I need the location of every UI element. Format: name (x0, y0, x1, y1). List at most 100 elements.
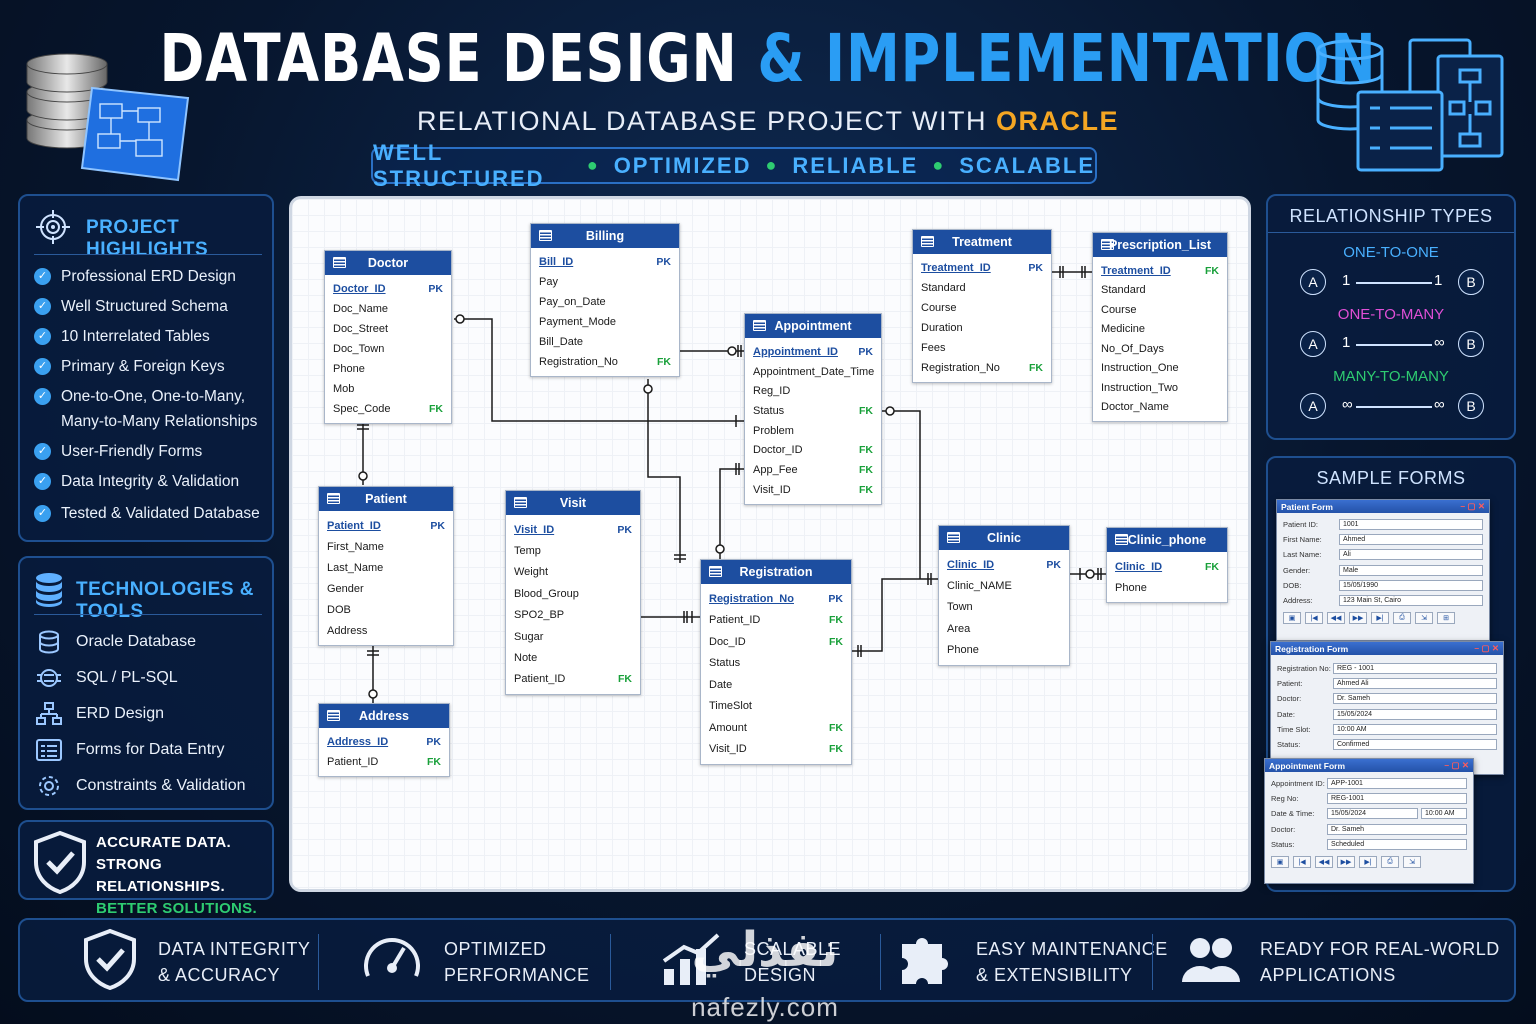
exit-icon[interactable]: ⇲ (1403, 855, 1421, 868)
column-name: Patient_ID (709, 614, 761, 627)
column-name: Bill_ID (539, 256, 574, 268)
table-row: No_Of_Days (1101, 339, 1219, 359)
erd-icon (36, 701, 62, 727)
field-input[interactable]: 10:00 AM (1333, 723, 1497, 735)
relationship-label: ONE-TO-MANY (1337, 306, 1445, 323)
node-a: A (1300, 393, 1326, 419)
field-input[interactable]: Ahmed (1339, 534, 1483, 546)
close-icon[interactable]: – ▢ ✕ (1444, 760, 1469, 770)
sql-icon (36, 665, 62, 691)
field-input[interactable]: Male (1339, 564, 1483, 576)
table-row: Area (947, 618, 1061, 639)
close-icon[interactable]: – ▢ ✕ (1460, 501, 1485, 511)
field-input[interactable]: REG-1001 (1327, 793, 1467, 805)
table-row: Doc_Name (333, 299, 443, 319)
field-input[interactable]: Dr. Sameh (1333, 693, 1497, 705)
column-name: Clinic_ID (947, 558, 995, 571)
form-field: Status:Confirmed (1271, 737, 1503, 752)
key-badge: FK (829, 635, 843, 648)
column-name: Pay_on_Date (539, 296, 606, 308)
save-icon[interactable]: ▣ (1271, 855, 1289, 868)
form-field: Reg No:REG-1001 (1265, 791, 1473, 806)
field-input[interactable]: Scheduled (1327, 838, 1467, 850)
list-item-label: One-to-One, One-to-Many, (61, 388, 246, 405)
next-icon[interactable]: ▶▶ (1337, 855, 1355, 868)
field-input[interactable]: 1001 (1339, 519, 1483, 531)
gear-icon (36, 773, 62, 799)
last-icon[interactable]: ▶| (1371, 612, 1389, 625)
first-icon[interactable]: |◀ (1293, 855, 1311, 868)
field-input[interactable]: 15/05/2024 (1333, 708, 1497, 720)
relationship-line (1356, 344, 1432, 346)
table-title: Treatment (952, 235, 1012, 249)
table-title: Patient (365, 492, 407, 506)
table-icon (753, 320, 766, 331)
save-icon[interactable]: ▣ (1283, 612, 1301, 625)
table-row: Address (327, 620, 445, 641)
field-input[interactable]: 123 Main St, Cairo (1339, 595, 1483, 607)
last-icon[interactable]: ▶| (1359, 855, 1377, 868)
key-badge: FK (859, 404, 873, 417)
tag-bar: WELL STRUCTURED● OPTIMIZED● RELIABLE● SC… (371, 140, 1097, 191)
print-icon[interactable]: ⎙ (1381, 855, 1399, 868)
field-input[interactable]: APP-1001 (1327, 778, 1467, 790)
column-name: Reg_ID (753, 385, 791, 398)
key-badge: FK (859, 463, 873, 476)
prev-icon[interactable]: ◀◀ (1327, 612, 1345, 625)
list-item: Forms for Data Entry (36, 732, 272, 768)
close-icon[interactable]: – ▢ ✕ (1474, 643, 1499, 653)
list-item: SQL / PL-SQL (36, 660, 272, 696)
bullet-icon: ● (586, 155, 600, 175)
field-input[interactable]: Dr. Sameh (1327, 823, 1467, 835)
list-item: ✓10 Interrelated Tables (34, 324, 270, 349)
motto-line: STRONG RELATIONSHIPS. (96, 856, 225, 895)
field-input[interactable]: 15/05/2024 (1327, 808, 1418, 820)
column-name: Course (1101, 303, 1137, 316)
divider (610, 934, 611, 990)
exit-icon[interactable]: ⇲ (1415, 612, 1433, 625)
field-input[interactable]: REG - 1001 (1333, 663, 1497, 675)
column-name: No_Of_Days (1101, 342, 1164, 355)
column-name: DOB (327, 603, 351, 616)
tool-label: Oracle Database (76, 633, 197, 650)
table-row: Status (709, 653, 843, 675)
next-icon[interactable]: ▶▶ (1349, 612, 1367, 625)
field-input[interactable]: Confirmed (1333, 739, 1497, 751)
time-input[interactable]: 10:00 AM (1421, 808, 1467, 820)
list-item: ✓Primary & Foreign Keys (34, 354, 270, 379)
registration-form[interactable]: Registration Form– ▢ ✕ Registration No:R… (1270, 641, 1504, 775)
prev-icon[interactable]: ◀◀ (1315, 855, 1333, 868)
column-name: TimeSlot (709, 700, 752, 713)
help-icon[interactable]: ⊞ (1437, 612, 1455, 625)
field-input[interactable]: Ali (1339, 549, 1483, 561)
list-item-label: 10 Interrelated Tables (61, 328, 210, 345)
appointment-form[interactable]: Appointment Form– ▢ ✕ Appointment ID:APP… (1264, 758, 1474, 884)
field-input[interactable]: Ahmed Ali (1333, 678, 1497, 690)
field-input[interactable]: 15/05/1990 (1339, 579, 1483, 591)
print-icon[interactable]: ⎙ (1393, 612, 1411, 625)
column-name: Address_ID (327, 736, 389, 748)
table-row: Doctor_Name (1101, 398, 1219, 418)
first-icon[interactable]: |◀ (1305, 612, 1323, 625)
field-label: Gender: (1283, 565, 1311, 575)
